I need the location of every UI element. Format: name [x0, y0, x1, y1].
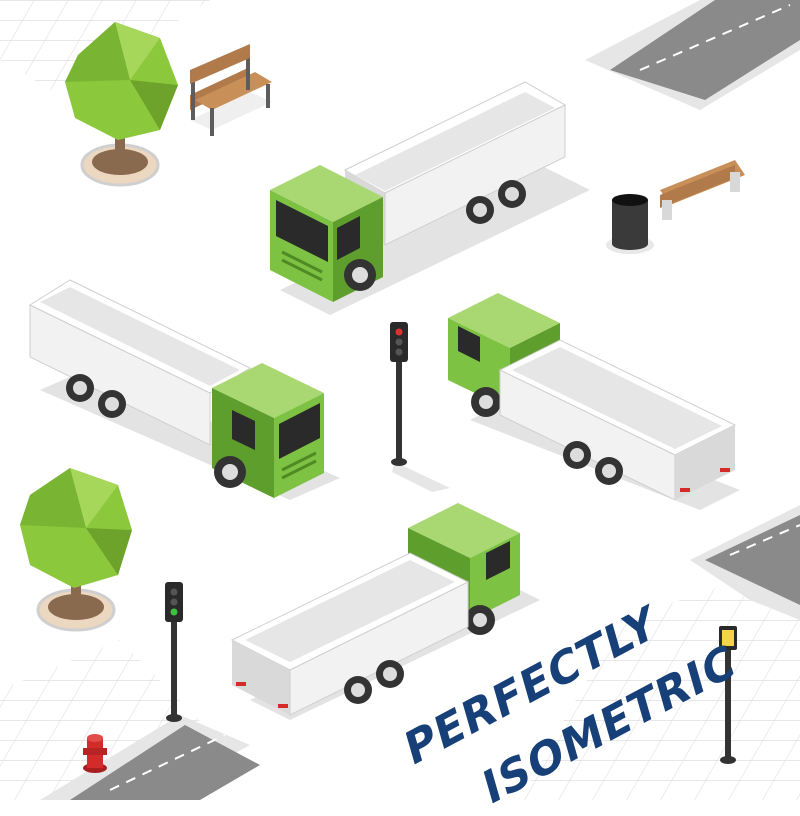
truck-rear-right [448, 293, 740, 510]
tree-bottom [20, 468, 132, 632]
truck-rear-left [230, 503, 540, 720]
traffic-light-center [390, 322, 450, 492]
truck-front-left [270, 81, 590, 315]
road-top-right [585, 0, 800, 110]
bench-right [660, 160, 745, 220]
bench-top [190, 44, 272, 136]
trash-bin [606, 194, 654, 254]
sidewalk-bottom-left [0, 640, 200, 800]
road-bottom-left [40, 715, 260, 800]
fire-hydrant [83, 734, 107, 773]
road-right [690, 505, 800, 620]
street-lamp [719, 626, 737, 764]
traffic-light-bottom [165, 582, 183, 722]
tree-top [65, 22, 178, 187]
truck-front-right [28, 279, 340, 500]
